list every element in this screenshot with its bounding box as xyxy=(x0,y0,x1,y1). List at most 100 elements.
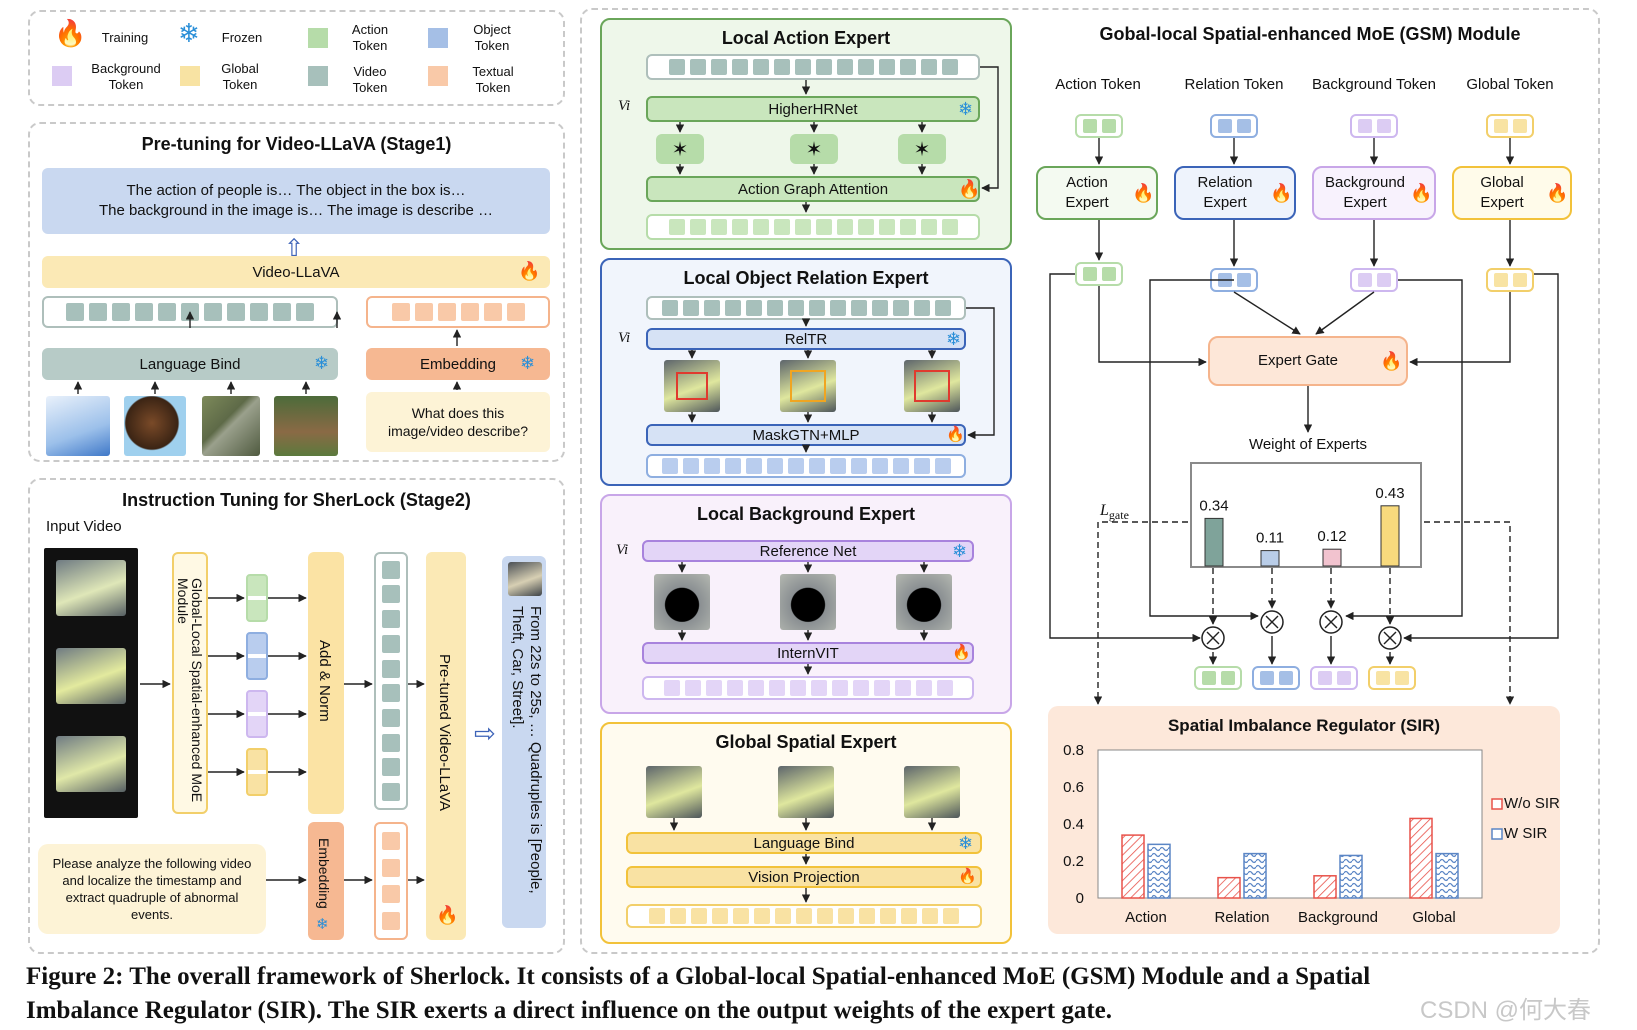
token-square xyxy=(873,680,890,696)
gsm-relation-token-out xyxy=(1252,666,1300,690)
token-square xyxy=(831,680,848,696)
stage2-video-token-column xyxy=(374,552,408,810)
global-frame-1 xyxy=(646,766,702,818)
token-square xyxy=(649,908,665,924)
token-square xyxy=(894,680,911,696)
x-tick-label: Action xyxy=(1125,909,1167,926)
local-object-title: Local Object Relation Expert xyxy=(683,268,929,288)
up-arrow-icon: ⇧ xyxy=(284,235,305,262)
object-frame-3 xyxy=(904,360,960,412)
token-square xyxy=(391,303,410,321)
toy-bear-image xyxy=(124,396,186,456)
snowflake-icon: ❄ xyxy=(314,353,330,373)
fire-icon: 🔥 xyxy=(958,179,981,199)
y-tick-label: 0.2 xyxy=(1063,853,1084,870)
reference-net-bar: Reference Net xyxy=(642,540,974,562)
input-video-label: Input Video xyxy=(46,518,122,535)
token-square xyxy=(899,59,916,75)
token-square xyxy=(382,659,400,678)
gsm-token-label-1: Relation Token xyxy=(1184,76,1284,93)
action-vi-label: Vi xyxy=(618,98,630,115)
legend-textual-token: Textual Token xyxy=(472,64,514,95)
weight-bar xyxy=(1380,505,1400,567)
token-square xyxy=(808,458,825,474)
token-square xyxy=(913,458,930,474)
action-output-token-row xyxy=(646,214,980,240)
chart-bar xyxy=(1435,852,1459,899)
expert-gate-box: Expert Gate xyxy=(1208,336,1408,386)
token-square xyxy=(829,300,846,316)
gsm-global-token-out xyxy=(1368,666,1416,690)
action-vi-text: Vi xyxy=(618,98,631,114)
token-square xyxy=(724,300,741,316)
global-language-bind-label: Language Bind xyxy=(753,834,855,852)
stage1-embedding-bar: Embedding xyxy=(366,348,550,380)
action-token-swatch xyxy=(308,28,328,48)
pretuned-llava-box xyxy=(426,552,466,940)
chart-bar xyxy=(1339,854,1363,899)
road-aerial-image xyxy=(202,396,260,456)
gsm-action-token-mid xyxy=(1075,262,1123,286)
answer-box xyxy=(502,556,546,928)
chart-bar xyxy=(1243,852,1267,899)
background-vi-label: Vi xyxy=(616,542,628,559)
token-square xyxy=(682,300,699,316)
token-square xyxy=(682,458,699,474)
token-square xyxy=(892,458,909,474)
global-expert-label: Global Expert xyxy=(1480,174,1524,211)
fire-icon: 🔥 xyxy=(54,18,87,48)
token-square xyxy=(684,680,701,696)
token-square xyxy=(204,303,222,321)
token-square xyxy=(731,59,748,75)
legend-label: W/o SIR xyxy=(1504,795,1560,812)
human-figure-image xyxy=(46,396,110,456)
answer-thumbnail xyxy=(508,562,542,596)
y-tick-label: 0.6 xyxy=(1063,779,1084,796)
token-square xyxy=(810,680,827,696)
token-square xyxy=(437,303,456,321)
stage1-panel xyxy=(28,122,565,462)
object-vi-label: Vi xyxy=(618,330,630,347)
arrow-path xyxy=(980,66,999,193)
fire-icon: 🔥 xyxy=(952,644,971,661)
background-frame-3 xyxy=(896,574,952,630)
token-square xyxy=(712,908,728,924)
reltr-bar: RelTR xyxy=(646,328,966,350)
token-square xyxy=(112,303,130,321)
background-expert-label: Background Expert xyxy=(1324,174,1406,211)
y-tick-label: 0.8 xyxy=(1063,742,1084,759)
textual-token-swatch xyxy=(428,66,448,86)
token-square xyxy=(661,458,678,474)
legend-video-token: Video Token xyxy=(352,64,388,95)
pose-icon-3: ✶ xyxy=(898,134,946,164)
action-expert-label: Action Expert xyxy=(1065,174,1109,211)
legend-frozen: Frozen xyxy=(221,30,263,45)
chart-bar xyxy=(1121,834,1145,899)
token-square xyxy=(747,680,764,696)
stage2-text-token-column xyxy=(374,822,408,940)
token-square xyxy=(794,59,811,75)
token-square xyxy=(754,908,770,924)
token-square xyxy=(382,832,400,851)
token-square xyxy=(731,219,748,235)
internvit-bar: InternVIT xyxy=(642,642,974,664)
gsm-relation-token-mid xyxy=(1210,268,1258,292)
token-square xyxy=(382,911,400,930)
arrow-path xyxy=(966,307,995,440)
snowflake-icon: ❄ xyxy=(316,916,329,933)
token-square xyxy=(703,458,720,474)
stage1-output-line1: The action of people is… The object in t… xyxy=(126,182,466,199)
relation-expert-label: Relation Expert xyxy=(1197,174,1253,211)
token-square xyxy=(158,303,176,321)
answer-text: From 22s to 25s, … Quadruples is [People… xyxy=(509,606,544,894)
token-square xyxy=(941,59,958,75)
token-square xyxy=(768,680,785,696)
gsm-background-token-out xyxy=(1310,666,1358,690)
arrow-path xyxy=(1315,291,1375,335)
token-square xyxy=(796,908,812,924)
legend-swatch xyxy=(1491,828,1503,840)
video-frame-1 xyxy=(56,560,126,616)
add-norm-label: Add & Norm xyxy=(316,640,333,722)
token-square xyxy=(880,908,896,924)
stage2-title: Instruction Tuning for SherLock (Stage2) xyxy=(122,490,471,510)
